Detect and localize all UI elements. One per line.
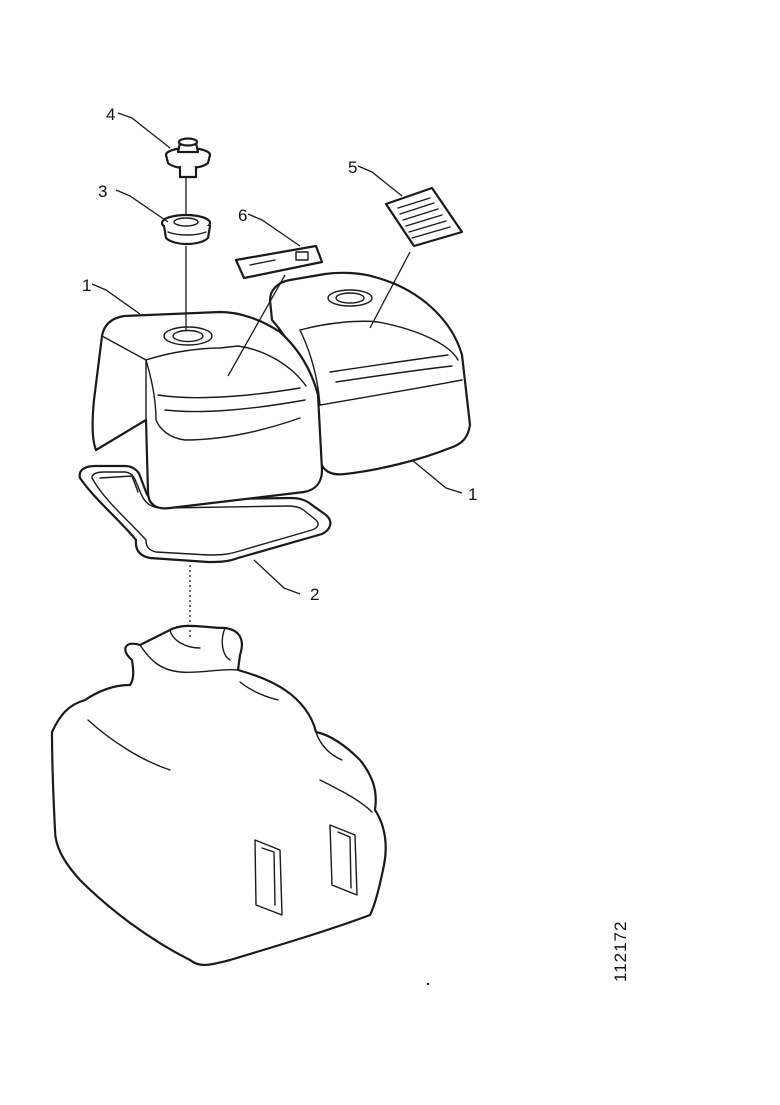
leader-lines [91, 112, 463, 595]
callout-2: 2 [310, 585, 319, 604]
callout-3: 3 [98, 182, 107, 201]
label-plate-5 [384, 186, 464, 248]
callout-4: 4 [106, 105, 115, 124]
gasket [78, 464, 332, 564]
callout-5: 5 [348, 158, 357, 177]
engine-block [50, 624, 387, 966]
callout-1-left: 1 [82, 276, 91, 295]
document-number: 112172 [611, 921, 630, 982]
stray-dot [426, 982, 430, 986]
callout-6: 6 [238, 206, 247, 225]
callout-1-right: 1 [468, 485, 477, 504]
filler-cap [164, 137, 212, 179]
label-plate-6 [234, 244, 324, 280]
rocker-cover-left [91, 310, 324, 510]
filler-neck [160, 213, 212, 246]
